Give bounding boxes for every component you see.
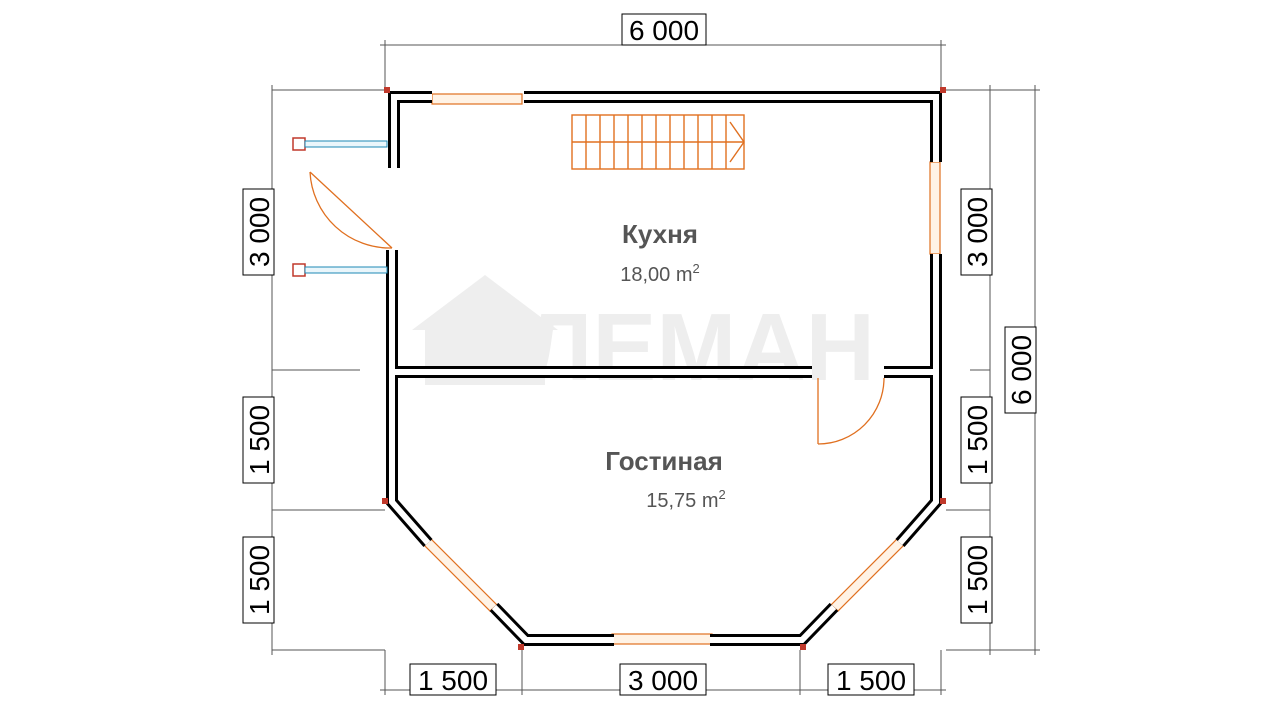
dim-left-upper: 3 000 — [242, 188, 275, 276]
dim-right-lower-text: 1 500 — [962, 545, 993, 615]
staircase — [571, 114, 745, 170]
dim-top-total-text: 6 000 — [629, 15, 699, 46]
window-bottom-left — [423, 538, 498, 612]
dim-top-total: 6 000 — [621, 13, 707, 46]
window-right — [929, 161, 941, 255]
dim-left-middle-text: 1 500 — [244, 405, 275, 475]
room-kitchen: Кухня 18,00 m2 — [620, 219, 700, 286]
interior-door — [817, 377, 885, 445]
wall-left — [386, 250, 433, 547]
watermark: ЛЕМАН — [412, 275, 875, 401]
dim-right-upper: 3 000 — [960, 188, 993, 276]
room-living-area: 15,75 m2 — [646, 487, 726, 512]
dim-bottom-right: 1 500 — [827, 663, 915, 696]
dim-bottom-center: 3 000 — [619, 663, 707, 696]
wall-right — [895, 254, 942, 547]
wall-top-left — [388, 91, 432, 168]
window-bottom-right — [830, 538, 905, 612]
porch-railing-top — [304, 140, 388, 148]
room-kitchen-name: Кухня — [622, 219, 698, 249]
dim-right-lower: 1 500 — [960, 536, 993, 624]
watermark-house-icon — [412, 275, 558, 385]
dim-bottom-left-text: 1 500 — [418, 665, 488, 696]
window-top — [431, 93, 523, 105]
dim-bottom-left: 1 500 — [409, 663, 497, 696]
watermark-text: ЛЕМАН — [525, 294, 875, 401]
porch-railings — [292, 137, 388, 277]
dim-bottom-right-text: 1 500 — [836, 665, 906, 696]
entrance-door — [309, 171, 393, 249]
dim-right-upper-text: 3 000 — [962, 197, 993, 267]
room-kitchen-area: 18,00 m2 — [620, 261, 700, 286]
window-bottom — [611, 633, 713, 645]
dim-left-middle: 1 500 — [242, 396, 275, 484]
dim-left-upper-text: 3 000 — [244, 197, 275, 267]
post-icon — [292, 137, 306, 151]
dim-right-middle-text: 1 500 — [962, 405, 993, 475]
dim-right-middle: 1 500 — [960, 396, 993, 484]
room-living: Гостиная 15,75 m2 — [605, 446, 726, 512]
stair-arrow-icon — [729, 121, 745, 163]
porch-railing-bottom — [304, 266, 388, 274]
room-living-name: Гостиная — [605, 446, 723, 476]
corner-markers — [382, 87, 946, 650]
post-icon — [292, 263, 306, 277]
dim-right-total: 6 000 — [1004, 326, 1037, 414]
dim-left-lower: 1 500 — [242, 536, 275, 624]
dim-left-lower-text: 1 500 — [244, 545, 275, 615]
windows — [423, 93, 941, 645]
dim-bottom-center-text: 3 000 — [628, 665, 698, 696]
dim-right-total-text: 6 000 — [1006, 335, 1037, 405]
walls — [386, 91, 942, 646]
